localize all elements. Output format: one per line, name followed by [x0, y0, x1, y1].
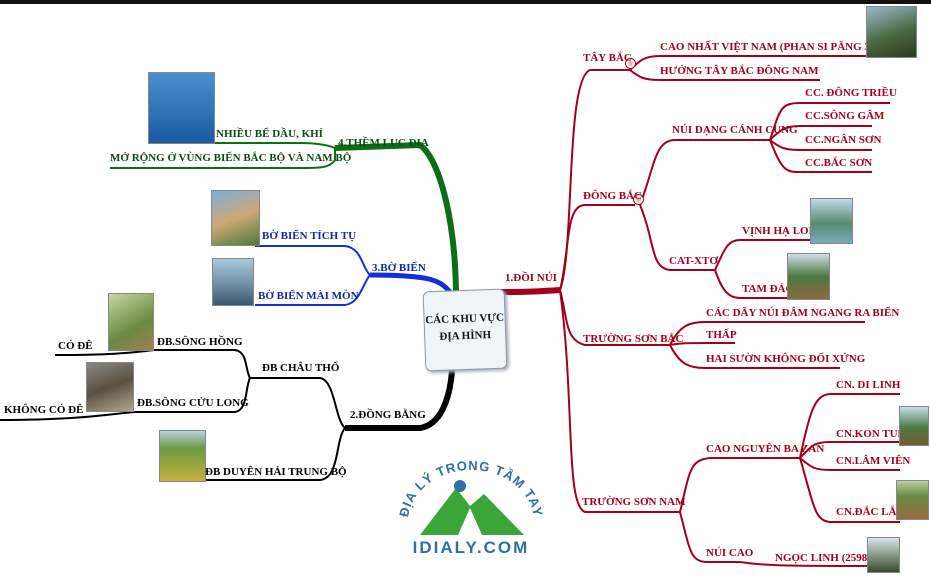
- logo-graphic: ĐỊA LÝ TRONG TẦM TAY IDIALY.COM: [396, 458, 545, 557]
- cn-2[interactable]: CN.KON TUM: [836, 428, 908, 440]
- truong-son-bac-connector: [559, 289, 670, 346]
- cao-nguyen-connector: [679, 457, 800, 513]
- tay-bac-item-2[interactable]: HƯỚNG TÂY BẮC ĐÔNG NAM: [660, 65, 819, 77]
- cn-1[interactable]: CN. DI LINH: [836, 379, 901, 391]
- khong-co-de-label[interactable]: KHÔNG CÓ ĐÊ: [4, 404, 84, 416]
- central-topic[interactable]: CÁC KHU VỰC ĐỊA HÌNH: [422, 288, 508, 372]
- cn-3-line: [799, 457, 900, 471]
- tsb-item-3[interactable]: HAI SƯỜN KHÔNG ĐỐI XỨNG: [706, 353, 866, 365]
- accretion-coast-photo: [211, 190, 260, 246]
- co-de-label[interactable]: CÓ ĐÊ: [58, 340, 93, 352]
- ngoc-linh-label[interactable]: NGỌC LINH (2598 M): [775, 552, 885, 564]
- idialy-logo: ĐỊA LÝ TRONG TẦM TAY IDIALY.COM: [386, 458, 556, 560]
- tsb-item-2[interactable]: THẤP: [706, 329, 737, 341]
- kon-tum-photo: [899, 406, 929, 446]
- truong-son-nam-label[interactable]: TRƯỜNG SƠN NAM: [582, 496, 686, 508]
- top-border: [0, 0, 931, 4]
- chau-tho-label[interactable]: ĐB CHÂU THỔ: [262, 362, 340, 374]
- truong-son-nam-connector: [559, 289, 680, 513]
- mo-rong-label[interactable]: MỞ RỘNG Ở VÙNG BIỂN BẮC BỘ VÀ NAM BỘ: [110, 152, 352, 164]
- tich-tu-label[interactable]: BỜ BIỂN TÍCH TỤ: [262, 230, 357, 242]
- cung-3[interactable]: CC.NGÂN SƠN: [805, 134, 882, 146]
- cn-3[interactable]: CN.LÂM VIÊN: [836, 455, 911, 467]
- cung-1-line: [769, 102, 890, 141]
- truong-son-bac-label[interactable]: TRƯỜNG SƠN BẮC: [583, 333, 684, 345]
- cung-3-line: [769, 139, 872, 151]
- tsb-item3-line: [669, 344, 840, 369]
- cao-nguyen-label[interactable]: CAO NGUYÊN BA ZAN: [706, 443, 825, 455]
- song-hong-connector: [155, 349, 251, 379]
- tam-dao-line: [714, 269, 790, 299]
- khong-co-de-connector: [0, 411, 136, 421]
- cuu-long-label[interactable]: ĐB.SÔNG CỬU LONG: [137, 397, 249, 409]
- cn-4-line: [799, 457, 900, 523]
- tay-bac-connector: [559, 69, 630, 291]
- cn-2-line: [799, 441, 900, 459]
- tay-bac-knob[interactable]: [625, 58, 636, 69]
- tam-dao-photo: [787, 253, 830, 300]
- branch-them-luc-dia-line: [334, 141, 459, 293]
- cn-4[interactable]: CN.ĐẮC LẮC: [836, 506, 905, 518]
- cat-xto-connector: [639, 204, 715, 271]
- cung-4[interactable]: CC.BẮC SƠN: [805, 157, 873, 169]
- logo-mountain: [420, 488, 524, 535]
- oil-rig-photo: [148, 72, 215, 144]
- abrasion-coast-photo: [212, 258, 254, 306]
- branch-bo-bien[interactable]: 3.BỜ BIỂN: [372, 262, 426, 274]
- branch-dong-bang[interactable]: 2.ĐỒNG BẰNG: [350, 409, 426, 421]
- dong-bac-connector: [559, 204, 635, 291]
- duyen-hai-connector: [160, 427, 346, 481]
- red-river-delta-photo: [108, 293, 154, 351]
- ha-long-photo: [810, 198, 853, 244]
- cung-4-line: [769, 139, 872, 173]
- cung-2[interactable]: CC.SÔNG GÂM: [805, 110, 885, 122]
- them-luc-dia-connector: [110, 148, 336, 169]
- coastal-plain-photo: [159, 430, 206, 482]
- nui-dang-connector: [639, 139, 770, 206]
- dak-lak-photo: [896, 480, 929, 520]
- central-topic-line2: ĐỊA HÌNH: [439, 329, 492, 343]
- ha-long-label[interactable]: VỊNH HẠ LONG: [742, 225, 826, 237]
- branch-bo-bien-line: [369, 272, 452, 294]
- tay-bac-item2-line: [629, 69, 820, 81]
- song-hong-label[interactable]: ĐB.SÔNG HỒNG: [157, 336, 243, 348]
- branch-doi-nui-line: [497, 287, 561, 295]
- tay-bac-item-1[interactable]: CAO NHẤT VIỆT NAM (PHAN SI PĂNG 3143 M): [660, 41, 904, 53]
- dau-khi-underline: [215, 142, 336, 149]
- logo-site: IDIALY.COM: [413, 538, 530, 557]
- tsb-item-1[interactable]: CÁC DÃY NÚI ĐÂM NGANG RA BIỂN: [706, 307, 900, 319]
- fansipan-photo: [866, 6, 917, 58]
- mai-mon-connector: [255, 274, 371, 306]
- logo-globe: [454, 480, 466, 492]
- dau-khi-label[interactable]: NHIỀU BỂ DẦU, KHÍ: [216, 128, 323, 140]
- tay-bac-label[interactable]: TÂY BẮC: [583, 52, 632, 64]
- dong-bac-knob[interactable]: [633, 194, 644, 205]
- chau-tho-connector: [250, 377, 346, 429]
- branch-them-luc-dia[interactable]: 4.THỀM LỤC ĐỊA: [338, 137, 429, 149]
- mekong-delta-photo: [86, 362, 134, 412]
- ngoc-linh-connector: [739, 561, 871, 567]
- nui-cao-connector: [679, 511, 740, 563]
- tich-tu-connector: [255, 245, 371, 276]
- branch-dong-bang-line: [345, 369, 455, 431]
- nui-cao-label[interactable]: NÚI CAO: [706, 547, 754, 559]
- cung-1[interactable]: CC. ĐÔNG TRIỀU: [805, 87, 897, 99]
- ngoc-linh-photo: [867, 537, 900, 573]
- dong-bac-label[interactable]: ĐÔNG BẮC: [583, 190, 642, 202]
- tsb-item1-line: [669, 321, 865, 346]
- tsb-item2-line: [669, 342, 735, 346]
- duyen-hai-label[interactable]: ĐB DUYÊN HẢI TRUNG BỘ: [205, 466, 347, 478]
- ha-long-line: [714, 239, 820, 271]
- tam-dao-label[interactable]: TAM ĐẢO: [742, 283, 795, 295]
- branch-doi-nui[interactable]: 1.ĐỒI NÚI: [505, 272, 557, 284]
- mai-mon-label[interactable]: BỜ BIỂN MÀI MÒN: [258, 290, 359, 302]
- cuu-long-connector: [135, 377, 251, 413]
- central-topic-line1: CÁC KHU VỰC: [425, 311, 505, 327]
- cat-xto-label[interactable]: CAT-XTƠ: [669, 255, 718, 267]
- cung-2-line: [769, 125, 872, 141]
- cn-1-line: [799, 393, 900, 459]
- nui-dang-label[interactable]: NÚI DẠNG CÁNH CUNG: [672, 124, 798, 136]
